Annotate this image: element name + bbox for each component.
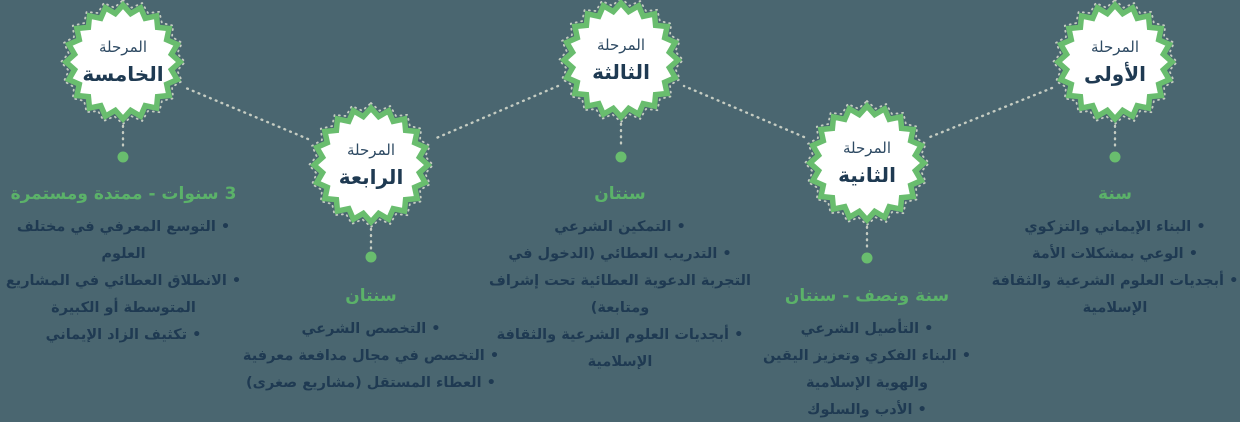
- stage-duration: 3 سنوات - ممتدة ومستمرة: [10, 184, 237, 204]
- stage-name: الأولى: [1084, 62, 1146, 86]
- bullet-item: التخصص في مجال مدافعة معرفية: [241, 343, 501, 370]
- stage-duration: سنة ونصف - سنتان: [784, 286, 950, 306]
- connector-end-dot: [615, 151, 627, 163]
- stage-5-badge-labels: المرحلة الخامسة: [53, 0, 193, 132]
- connector-line: [682, 84, 806, 139]
- bullet-item: البناء الفكري وتعزيز اليقين والهوية الإس…: [742, 343, 992, 397]
- stage-label: المرحلة: [597, 36, 645, 54]
- stage-4-badge-labels: المرحلة الرابعة: [301, 95, 441, 235]
- stage-4-badge: المرحلة الرابعة: [301, 95, 441, 235]
- bullet-item: التدريب العطائي (الدخول في التجربة الدعو…: [484, 241, 756, 322]
- stage-duration: سنة: [1098, 184, 1132, 204]
- bullet-item: تكثيف الزاد الإيماني: [1, 322, 246, 349]
- stage-2-details: سنة ونصف - سنتان التأصيل الشرعي البناء ا…: [742, 285, 992, 422]
- stage-5-badge: المرحلة الخامسة: [53, 0, 193, 132]
- stage-3-details: سنتان التمكين الشرعي التدريب العطائي (ال…: [484, 183, 756, 376]
- bullet-item: أبجديات العلوم الشرعية والثقافة الإسلامي…: [484, 322, 756, 376]
- stage-duration: سنتان: [345, 286, 397, 306]
- bullet-item: أبجديات العلوم الشرعية والثقافة الإسلامي…: [990, 268, 1240, 322]
- bullet-item: الوعي بمشكلات الأمة: [990, 241, 1240, 268]
- stage-1-details: سنة البناء الإيماني والتزكوي الوعي بمشكل…: [990, 183, 1240, 322]
- bullet-item: التخصص الشرعي: [241, 316, 501, 343]
- bullet-item: العطاء المستقل (مشاريع صغرى): [241, 370, 501, 397]
- bullet-item: التأصيل الشرعي: [742, 316, 992, 343]
- seal-starburst-icon: [1052, 0, 1178, 125]
- connector-line: [928, 86, 1054, 139]
- bullet-item: التوسع المعرفي في مختلف العلوم: [1, 214, 246, 268]
- stage-label: المرحلة: [1091, 38, 1139, 56]
- seal-starburst-icon: [308, 102, 434, 228]
- connector-end-dot: [117, 151, 129, 163]
- stage-3-badge-labels: المرحلة الثالثة: [551, 0, 691, 130]
- bullet-item: الأدب والسلوك: [742, 397, 992, 422]
- stage-3-badge: المرحلة الثالثة: [551, 0, 691, 130]
- bullet-item: التمكين الشرعي: [484, 214, 756, 241]
- stage-name: الثالثة: [592, 60, 650, 84]
- connector-line: [184, 86, 310, 141]
- seal-starburst-icon: [804, 100, 930, 226]
- stage-name: الثانية: [838, 163, 896, 187]
- stage-label: المرحلة: [99, 38, 147, 56]
- stage-name: الخامسة: [82, 62, 164, 86]
- bullet-item: البناء الإيماني والتزكوي: [990, 214, 1240, 241]
- stage-4-details: سنتان التخصص الشرعي التخصص في مجال مدافع…: [241, 285, 501, 397]
- connector-end-dot: [861, 252, 873, 264]
- bullet-item: الانطلاق العطائي في المشاريع المتوسطة أو…: [1, 268, 246, 322]
- stage-name: الرابعة: [338, 165, 404, 189]
- seal-starburst-icon: [558, 0, 684, 123]
- stage-1-badge: المرحلة الأولى: [1045, 0, 1185, 132]
- stage-2-badge-labels: المرحلة الثانية: [797, 93, 937, 233]
- stage-2-badge: المرحلة الثانية: [797, 93, 937, 233]
- connector-line: [432, 84, 560, 141]
- stage-label: المرحلة: [347, 141, 395, 159]
- seal-starburst-icon: [60, 0, 186, 125]
- stage-5-details: 3 سنوات - ممتدة ومستمرة التوسع المعرفي ف…: [1, 183, 246, 349]
- stage-duration: سنتان: [594, 184, 646, 204]
- connector-end-dot: [1109, 151, 1121, 163]
- stage-label: المرحلة: [843, 139, 891, 157]
- connector-end-dot: [365, 251, 377, 263]
- stage-1-badge-labels: المرحلة الأولى: [1045, 0, 1185, 132]
